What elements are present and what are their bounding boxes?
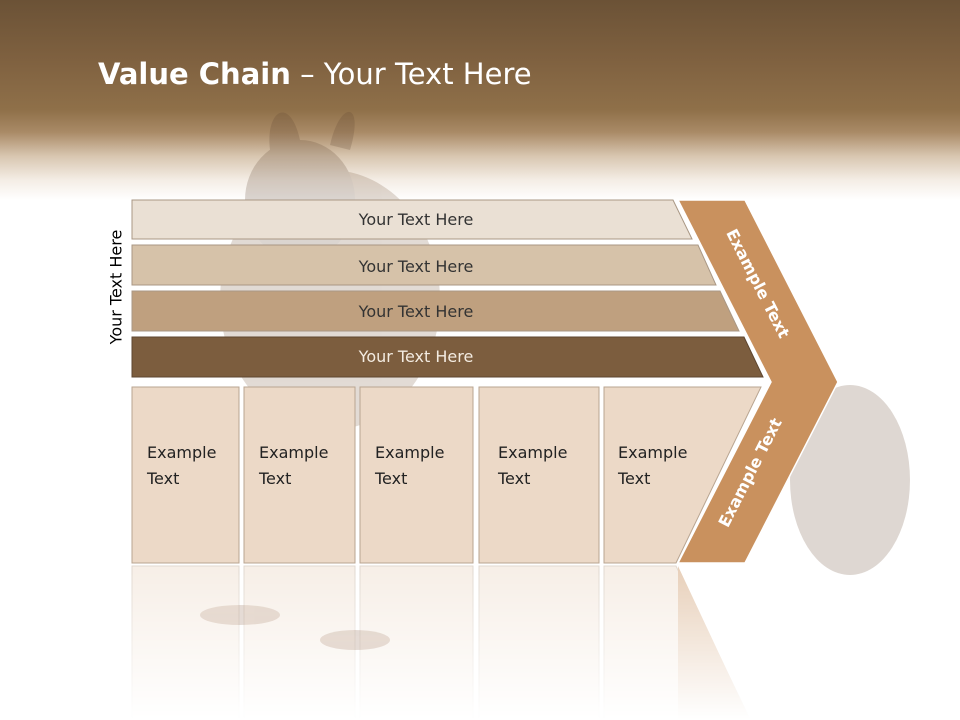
activity-box: Example Text [359, 386, 474, 564]
header-band [0, 0, 960, 200]
support-bar: Your Text Here [131, 244, 717, 286]
activity-box: Example Text [603, 386, 762, 564]
activity-box: Example Text [243, 386, 356, 564]
primary-activities: Example Text Example Text Example Text E… [131, 386, 762, 564]
activity-box-line1: Example [147, 443, 216, 462]
reflection-box [359, 565, 474, 720]
support-bar: Your Text Here [131, 290, 740, 332]
activity-box-line1: Example [259, 443, 328, 462]
side-axis-label-text: Your Text Here [106, 229, 126, 345]
activity-box: Example Text [131, 386, 240, 564]
activity-box-shape [603, 386, 762, 564]
support-activities: Your Text Here Your Text Here Your Text … [131, 199, 764, 378]
activity-box-line2: Text [374, 469, 407, 488]
activity-box-line2: Text [258, 469, 291, 488]
chevron-shape [676, 199, 839, 564]
support-bar: Your Text Here [131, 199, 693, 240]
activity-box: Example Text [478, 386, 600, 564]
activity-box-shape [243, 386, 356, 564]
activity-box-line2: Text [146, 469, 179, 488]
support-bar-shape [131, 290, 740, 332]
support-bar-label: Your Text Here [358, 347, 474, 366]
title-bold: Value Chain [98, 57, 291, 91]
reflection-box [478, 565, 600, 720]
slide-title: Value Chain – Your Text Here [98, 54, 532, 94]
activity-box-shape [131, 386, 240, 564]
activity-box-line2: Text [497, 469, 530, 488]
activity-box-line1: Example [375, 443, 444, 462]
activity-box-line1: Example [618, 443, 687, 462]
support-bar-label: Your Text Here [358, 210, 474, 229]
reflection-box [243, 565, 356, 720]
support-bar-label: Your Text Here [358, 257, 474, 276]
reflection-box [131, 565, 240, 720]
support-bar-shape [131, 244, 717, 286]
support-bar-label: Your Text Here [358, 302, 474, 321]
reflection-chevron [678, 566, 751, 720]
support-bar-shape [131, 199, 693, 240]
title-rest: – Your Text Here [290, 57, 532, 91]
activity-box-shape [478, 386, 600, 564]
diagram-reflection [131, 565, 751, 720]
activity-box-line2: Text [617, 469, 650, 488]
activity-box-line1: Example [498, 443, 567, 462]
support-bar: Your Text Here [131, 336, 764, 378]
activity-box-shape [359, 386, 474, 564]
support-bar-shape [131, 336, 764, 378]
